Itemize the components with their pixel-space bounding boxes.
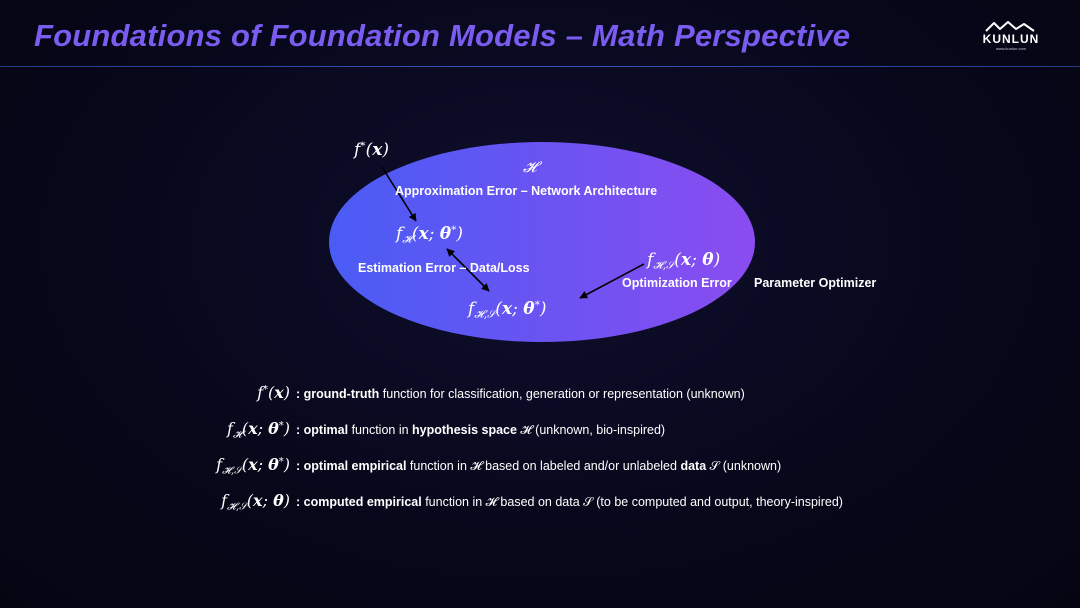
header-divider	[0, 66, 1080, 67]
legend-symbol-f-h: f𝓗(x; θ*)	[226, 419, 290, 441]
legend-symbol-f-star: f*(x)	[257, 383, 290, 402]
f-star-label: f*(x)	[354, 140, 389, 160]
f-h-label: f𝓗(x; θ*)	[396, 224, 463, 246]
parameter-optimizer-label: Parameter Optimizer	[754, 276, 877, 290]
kunlun-logo: KUNLUN www.kunlun.com	[978, 20, 1044, 54]
legend-row-computed-empirical: f𝓗,𝒮(x; θ) : computed empirical function…	[0, 491, 1080, 517]
f-hs-star-label: f𝓗,𝒮(x; θ*)	[468, 299, 547, 321]
hypothesis-space-ellipse	[329, 142, 755, 342]
optimization-error-label: Optimization Error	[622, 276, 732, 290]
approximation-error-label: Approximation Error – Network Architectu…	[395, 184, 658, 198]
legend-symbol-f-hs-star: f𝓗,𝒮(x; θ*)	[216, 455, 290, 477]
estimation-error-label: Estimation Error – Data/Loss	[358, 261, 530, 275]
hypothesis-space-symbol: 𝓗	[523, 158, 537, 176]
logo-text: KUNLUN	[982, 32, 1040, 46]
legend-row-ground-truth: f*(x) : ground-truth function for classi…	[0, 383, 1080, 409]
legend-text: : computed empirical function in 𝓗 based…	[296, 495, 843, 509]
optimization-arrow	[579, 263, 645, 299]
mountain-logo-icon	[985, 21, 1035, 32]
legend-text: : ground-truth function for classificati…	[296, 387, 745, 401]
estimation-arrow	[446, 248, 490, 292]
legend-text: : optimal function in hypothesis space 𝓗…	[296, 423, 666, 437]
logo-subtext: www.kunlun.com	[995, 46, 1026, 51]
legend-symbol-f-hs: f𝓗,𝒮(x; θ)	[221, 491, 290, 513]
legend-text: : optimal empirical function in 𝓗 based …	[296, 459, 782, 473]
legend-row-optimal: f𝓗(x; θ*) : optimal function in hypothes…	[0, 419, 1080, 445]
legend-row-optimal-empirical: f𝓗,𝒮(x; θ*) : optimal empirical function…	[0, 455, 1080, 481]
f-hs-label: f𝓗,𝒮(x; θ)	[647, 250, 721, 272]
approximation-arrow	[381, 166, 417, 222]
page-title: Foundations of Foundation Models – Math …	[34, 18, 851, 53]
